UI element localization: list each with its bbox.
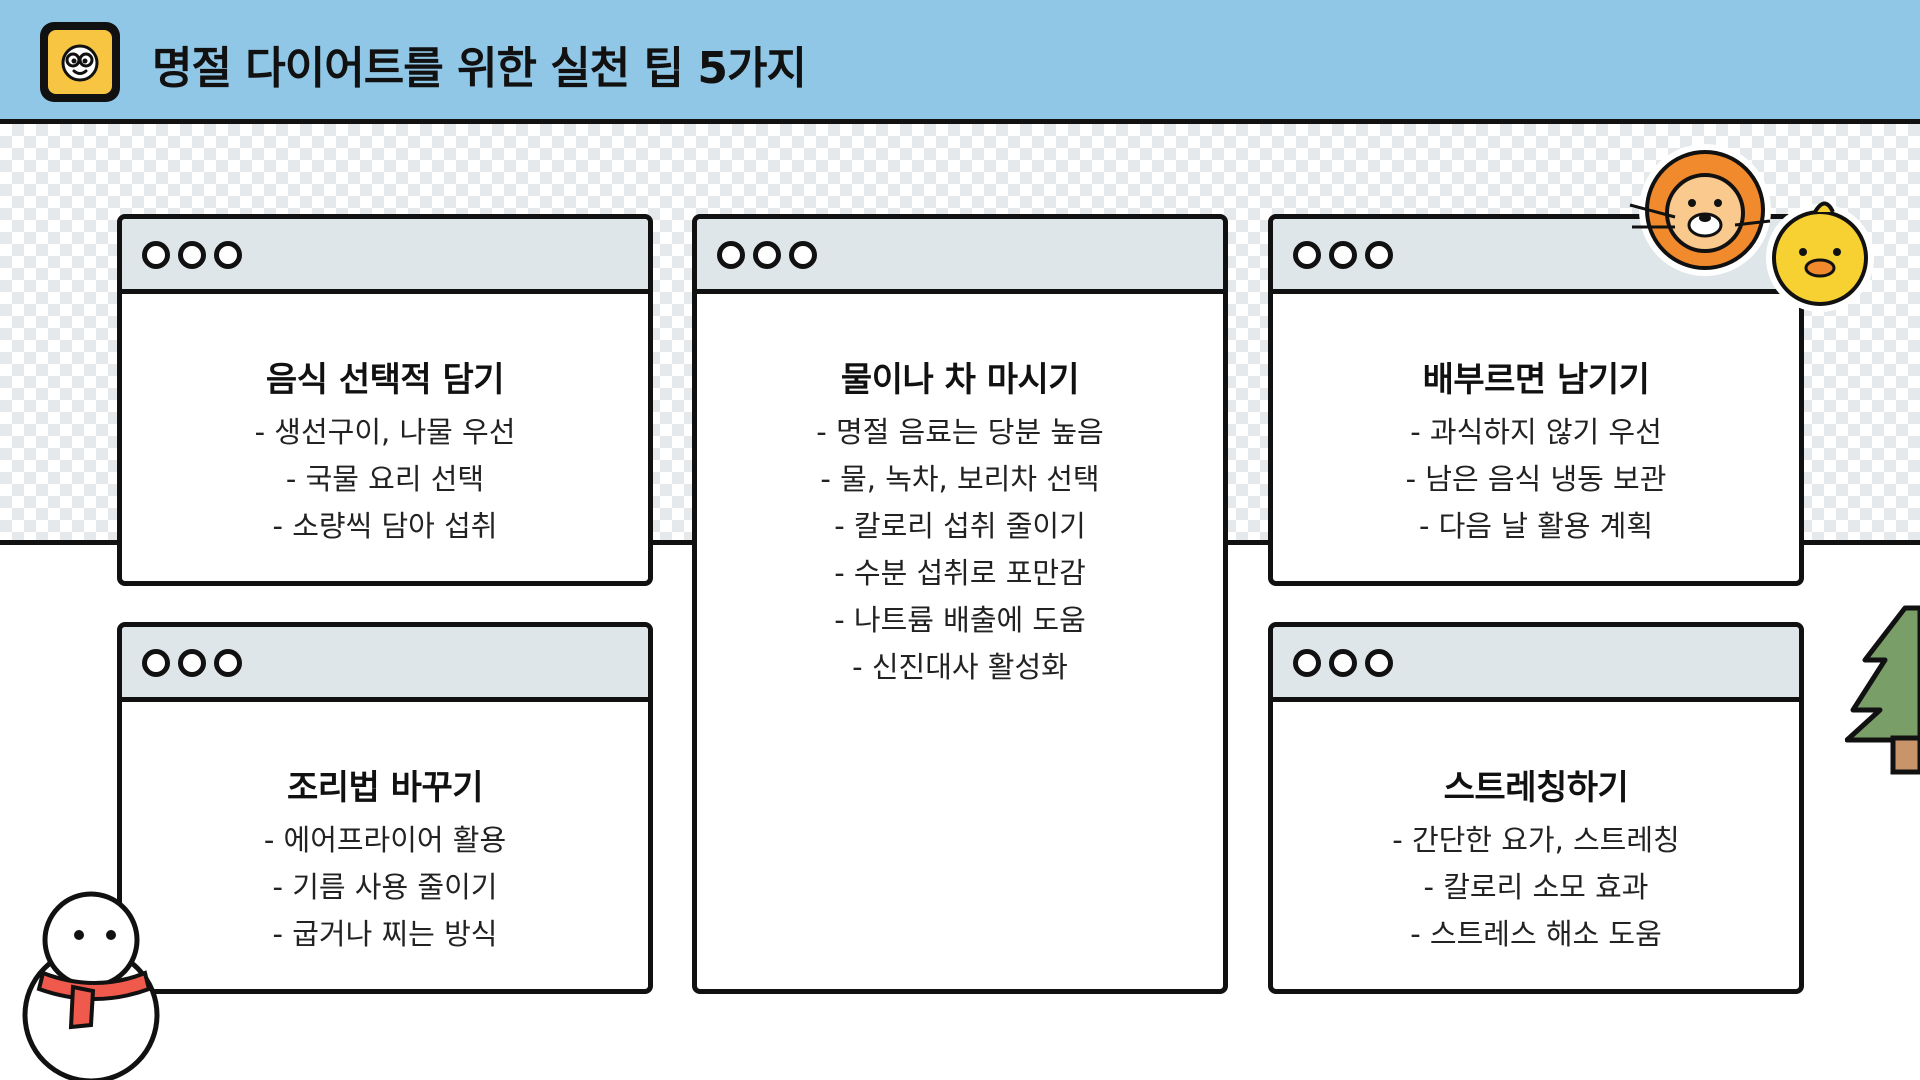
window-title-bar	[122, 627, 648, 702]
card-title: 물이나 차 마시기	[840, 360, 1080, 400]
card-line: - 굽거나 찌는 방식	[272, 917, 498, 951]
window-title-bar	[1273, 627, 1799, 702]
card-line: - 나트륨 배출에 도움	[834, 603, 1086, 637]
window-controls-icon	[1293, 241, 1393, 269]
tree-sticker-icon	[1845, 605, 1920, 775]
tip-card-2: 물이나 차 마시기 - 명절 음료는 당분 높음 - 물, 녹차, 보리차 선택…	[692, 214, 1228, 994]
tip-card-4: 조리법 바꾸기 - 에어프라이어 활용 - 기름 사용 줄이기 - 굽거나 찌는…	[117, 622, 653, 994]
card-title: 음식 선택적 담기	[265, 360, 505, 400]
header-bar: 명절 다이어트를 위한 실천 팁 5가지	[0, 0, 1920, 124]
card-line: - 과식하지 않기 우선	[1410, 415, 1662, 449]
lion-sticker-icon	[1629, 144, 1771, 276]
tip-card-1: 음식 선택적 담기 - 생선구이, 나물 우선 - 국물 요리 선택 - 소량씩…	[117, 214, 653, 586]
card-line: - 칼로리 소모 효과	[1423, 870, 1649, 904]
snowman-sticker-icon	[22, 891, 160, 1080]
window-title-bar	[697, 219, 1223, 294]
card-line: - 남은 음식 냉동 보관	[1405, 462, 1667, 496]
window-controls-icon	[142, 649, 242, 677]
window-title-bar	[122, 219, 648, 294]
card-line: - 국물 요리 선택	[285, 462, 485, 496]
card-line: - 에어프라이어 활용	[263, 823, 507, 857]
tip-card-5: 스트레칭하기 - 간단한 요가, 스트레칭 - 칼로리 소모 효과 - 스트레스…	[1268, 622, 1804, 994]
logo-icon	[40, 22, 120, 102]
page-title: 명절 다이어트를 위한 실천 팁 5가지	[152, 43, 807, 94]
card-line: - 간단한 요가, 스트레칭	[1392, 823, 1680, 857]
card-title: 배부르면 남기기	[1422, 360, 1650, 400]
card-line: - 다음 날 활용 계획	[1418, 509, 1654, 543]
card-line: - 칼로리 섭취 줄이기	[834, 509, 1086, 543]
card-title: 스트레칭하기	[1443, 768, 1629, 808]
card-title: 조리법 바꾸기	[286, 768, 484, 808]
card-line: - 소량씩 담아 섭취	[272, 509, 498, 543]
card-line: - 물, 녹차, 보리차 선택	[820, 462, 1100, 496]
card-line: - 스트레스 해소 도움	[1410, 917, 1662, 951]
card-line: - 기름 사용 줄이기	[272, 870, 498, 904]
card-line: - 신진대사 활성화	[852, 650, 1068, 684]
window-controls-icon	[142, 241, 242, 269]
chick-sticker-icon	[1766, 201, 1874, 312]
card-line: - 생선구이, 나물 우선	[254, 415, 516, 449]
window-controls-icon	[1293, 649, 1393, 677]
card-line: - 명절 음료는 당분 높음	[816, 415, 1104, 449]
window-controls-icon	[717, 241, 817, 269]
card-line: - 수분 섭취로 포만감	[834, 556, 1086, 590]
